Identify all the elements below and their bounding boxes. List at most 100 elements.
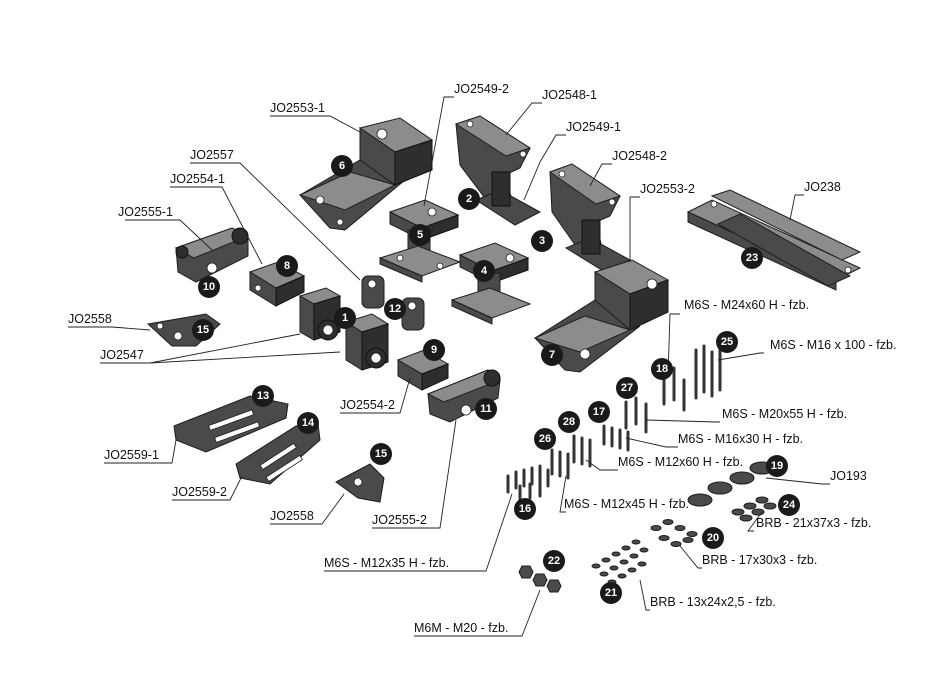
label-jo2548-1: JO2548-1 (542, 88, 597, 102)
part-jo2557 (361, 275, 425, 331)
label-jo2557: JO2557 (190, 148, 234, 162)
label-brb-21x37x3: BRB - 21x37x3 - fzb. (756, 516, 871, 530)
svg-text:4: 4 (481, 265, 488, 277)
label-jo193: JO193 (830, 469, 867, 483)
svg-text:15: 15 (375, 448, 387, 460)
washers-brb-21x37x3 (731, 496, 777, 522)
part-jo2554-1 (248, 261, 306, 307)
svg-text:23: 23 (746, 252, 758, 264)
label-jo2553-1: JO2553-1 (270, 101, 325, 115)
callout-27: 27 (616, 377, 638, 399)
label-m6s-m20x55: M6S - M20x55 H - fzb. (722, 407, 847, 421)
callout-12: 12 (384, 298, 406, 320)
part-jo2547 (298, 287, 390, 371)
label-m6s-m12x45: M6S - M12x45 H - fzb. (564, 497, 689, 511)
nuts-m20 (518, 565, 562, 593)
washers-brb-13x24x2-5 (591, 539, 649, 585)
bolt-group-m20x55 (624, 396, 648, 434)
svg-text:26: 26 (539, 433, 551, 445)
label-jo2558-top: JO2558 (68, 312, 112, 326)
part-jo2559-2 (235, 423, 321, 485)
svg-text:10: 10 (203, 281, 215, 293)
label-jo238: JO238 (804, 180, 841, 194)
svg-text:9: 9 (431, 344, 437, 356)
label-jo2554-1: JO2554-1 (170, 172, 225, 186)
callout-14: 14 (297, 412, 319, 434)
part-jo2559-1 (173, 395, 289, 453)
part-jo2549-1 (450, 242, 532, 325)
bolt-group-m12x45 (550, 448, 570, 480)
svg-text:15: 15 (197, 324, 209, 336)
svg-text:5: 5 (417, 229, 423, 241)
svg-text:22: 22 (548, 555, 560, 567)
label-jo2549-2: JO2549-2 (454, 82, 509, 96)
callout-1: 1 (334, 307, 356, 329)
part-jo2553-1 (298, 117, 434, 231)
part-jo2548-2 (548, 163, 632, 273)
callout-13: 13 (252, 385, 274, 407)
bolt-group-m12x60 (572, 434, 592, 468)
label-jo2547: JO2547 (100, 348, 144, 362)
callout-18: 18 (651, 358, 673, 380)
label-brb-17x30x3: BRB - 17x30x3 - fzb. (702, 553, 817, 567)
washers-brb-17x30x3 (650, 519, 698, 547)
svg-text:24: 24 (783, 499, 796, 511)
label-jo2555-1: JO2555-1 (118, 205, 173, 219)
label-jo2553-2: JO2553-2 (640, 182, 695, 196)
label-jo2548-2: JO2548-2 (612, 149, 667, 163)
callout-26: 26 (534, 428, 556, 450)
label-m6m-m20: M6M - M20 - fzb. (414, 621, 508, 635)
svg-text:3: 3 (539, 235, 545, 247)
callout-28: 28 (558, 411, 580, 433)
label-m6s-m16x30: M6S - M16x30 H - fzb. (678, 432, 803, 446)
label-m6s-m24x60: M6S - M24x60 H - fzb. (684, 298, 809, 312)
label-jo2555-2: JO2555-2 (372, 513, 427, 527)
svg-text:14: 14 (302, 417, 315, 429)
part-jo2548-1 (454, 115, 542, 226)
callout-25: 25 (716, 331, 738, 353)
label-m6s-m16x100: M6S - M16 x 100 - fzb. (770, 338, 896, 352)
bolt-group-m12x35 (506, 464, 550, 502)
callouts: 1 2 3 4 5 6 7 8 9 10 11 12 13 14 15 15 1… (192, 155, 800, 604)
callout-23: 23 (741, 247, 763, 269)
label-jo2559-2: JO2559-2 (172, 485, 227, 499)
svg-text:2: 2 (466, 193, 472, 205)
part-jo238 (686, 189, 862, 291)
part-jo2555-2 (426, 369, 501, 423)
callout-15-top: 15 (192, 319, 214, 341)
svg-text:13: 13 (257, 390, 269, 402)
svg-text:25: 25 (721, 336, 733, 348)
label-jo2554-2: JO2554-2 (340, 398, 395, 412)
svg-text:21: 21 (605, 587, 617, 599)
label-jo2558-bottom: JO2558 (270, 509, 314, 523)
callout-22: 22 (543, 550, 565, 572)
callout-20: 20 (702, 527, 724, 549)
callout-7: 7 (541, 344, 563, 366)
callout-10: 10 (198, 276, 220, 298)
callout-5: 5 (409, 224, 431, 246)
svg-text:8: 8 (284, 260, 290, 272)
callout-3: 3 (531, 230, 553, 252)
bolt-group-m16x30 (602, 424, 630, 452)
callout-2: 2 (458, 188, 480, 210)
label-brb-13x24x2-5: BRB - 13x24x2,5 - fzb. (650, 595, 776, 609)
callout-19: 19 (766, 455, 788, 477)
svg-text:18: 18 (656, 363, 668, 375)
callout-6: 6 (331, 155, 353, 177)
svg-text:12: 12 (389, 303, 401, 315)
svg-text:16: 16 (519, 503, 531, 515)
part-labels: JO2553-1 JO2549-2 JO2548-1 JO2549-1 JO25… (68, 82, 896, 635)
svg-text:6: 6 (339, 160, 345, 172)
svg-text:11: 11 (480, 403, 492, 415)
part-jo2554-2 (396, 349, 450, 391)
callout-8: 8 (276, 255, 298, 277)
callout-17: 17 (588, 401, 610, 423)
callout-15-bottom: 15 (370, 443, 392, 465)
svg-text:19: 19 (771, 460, 783, 472)
callout-4: 4 (473, 260, 495, 282)
svg-text:17: 17 (593, 406, 605, 418)
leader-lines (68, 96, 830, 637)
part-jo2555-1 (174, 227, 250, 283)
